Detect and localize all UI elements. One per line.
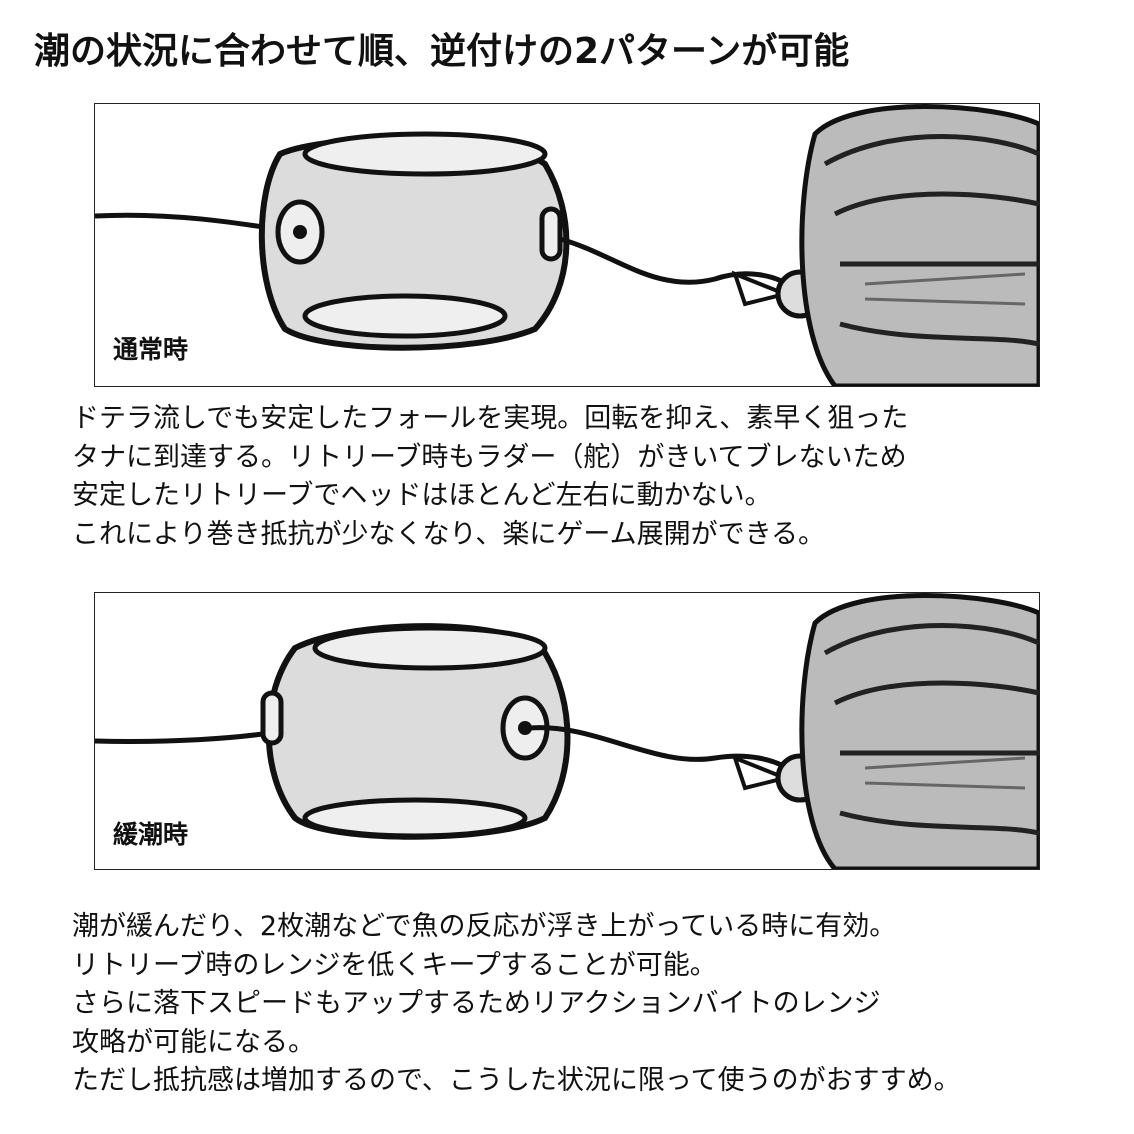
text-line: タナに到達する。リトリーブ時もラダー（舵）がきいてブレないため bbox=[72, 441, 907, 473]
panel-label: 通常時 bbox=[113, 335, 189, 364]
sinker-reversed-illustration bbox=[95, 593, 1039, 869]
page-title: 潮の状況に合わせて順、逆付けの2パターンが可能 bbox=[34, 31, 850, 72]
description-slack-tide: 潮が緩んだり、2枚潮などで魚の反応が浮き上がっている時に有効。 リトリーブ時のレ… bbox=[72, 908, 961, 1101]
illustration-normal: 通常時 bbox=[94, 103, 1040, 387]
text-line: ドテラ流しでも安定したフォールを実現。回転を抑え、素早く狙った bbox=[72, 403, 909, 434]
text-line: リトリーブ時のレンジを低くキープすることが可能。 bbox=[72, 949, 717, 981]
text-line: これにより巻き抵抗が少なくなり、楽にゲーム展開ができる。 bbox=[72, 518, 826, 550]
text-line: ただし抵抗感は増加するので、こうした状況に限って使うのがおすすめ。 bbox=[72, 1065, 961, 1096]
sinker-normal-illustration bbox=[95, 104, 1039, 386]
illustration-slack-tide: 緩潮時 bbox=[94, 592, 1040, 870]
text-line: さらに落下スピードもアップするためリアクションバイトのレンジ bbox=[72, 988, 881, 1019]
panel-label: 緩潮時 bbox=[113, 820, 189, 849]
description-normal: ドテラ流しでも安定したフォールを実現。回転を抑え、素早く狙った タナに到達する。… bbox=[72, 400, 908, 554]
text-line: 潮が緩んだり、2枚潮などで魚の反応が浮き上がっている時に有効。 bbox=[72, 911, 897, 942]
text-line: 攻略が可能になる。 bbox=[72, 1026, 315, 1058]
text-line: 安定したリトリーブでヘッドはほとんど左右に動かない。 bbox=[72, 480, 772, 511]
